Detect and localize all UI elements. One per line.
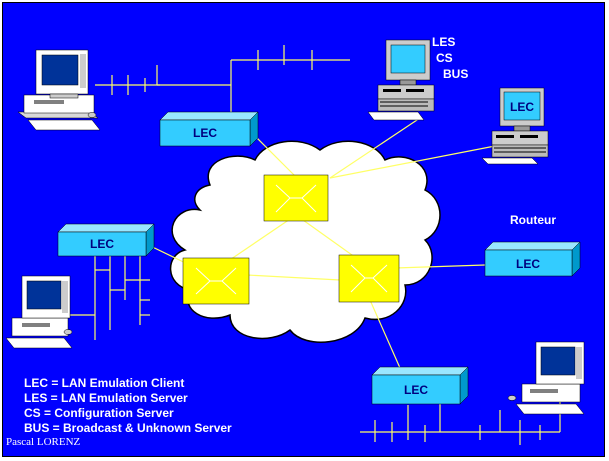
legend-lec: LEC = LAN Emulation Client — [24, 376, 185, 390]
legend-les: LES = LAN Emulation Server — [24, 391, 188, 405]
atm-switch-right — [338, 254, 400, 303]
lec-label-bottom: LEC — [404, 383, 428, 397]
link-lec-pc-switch — [329, 145, 496, 179]
ethernet-top — [95, 45, 350, 112]
legend-cs: CS = Configuration Server — [24, 406, 174, 420]
link-right-lec-bottom — [369, 299, 401, 369]
ethernet-bottom — [360, 400, 561, 445]
ethernet-left — [60, 250, 150, 340]
lec-label-left: LEC — [90, 237, 114, 251]
server-icon-les — [367, 39, 435, 121]
atm-switch-left — [182, 257, 250, 305]
les-label: LES — [432, 35, 456, 49]
atm-switch-top — [263, 174, 329, 222]
computer-icon-top-left — [17, 49, 101, 131]
lec-box-routeur — [484, 241, 581, 277]
lec-label-server: LEC — [510, 100, 534, 114]
server-icon-lec — [481, 87, 549, 165]
routeur-label: Routeur — [510, 213, 556, 227]
link-right-routeur — [394, 264, 486, 269]
legend: LEC = LAN Emulation Client LES = LAN Emu… — [24, 376, 232, 436]
lec-box-bottom — [371, 366, 469, 405]
atm-cloud — [169, 140, 441, 343]
lec-label-routeur: LEC — [516, 257, 540, 271]
footer-author: Pascal LORENZ — [6, 436, 81, 448]
computer-icon-bottom-right — [507, 341, 585, 415]
lec-label-top: LEC — [193, 126, 217, 140]
link-les-switch — [329, 117, 421, 179]
legend-bus: BUS = Broadcast & Unknown Server — [24, 421, 232, 435]
link-left-right-switch — [246, 274, 341, 281]
cs-label: CS — [436, 51, 453, 65]
lec-box-top — [159, 111, 259, 147]
lec-box-left — [57, 223, 155, 257]
computer-icon-left — [5, 275, 73, 349]
bus-label: BUS — [443, 67, 469, 81]
